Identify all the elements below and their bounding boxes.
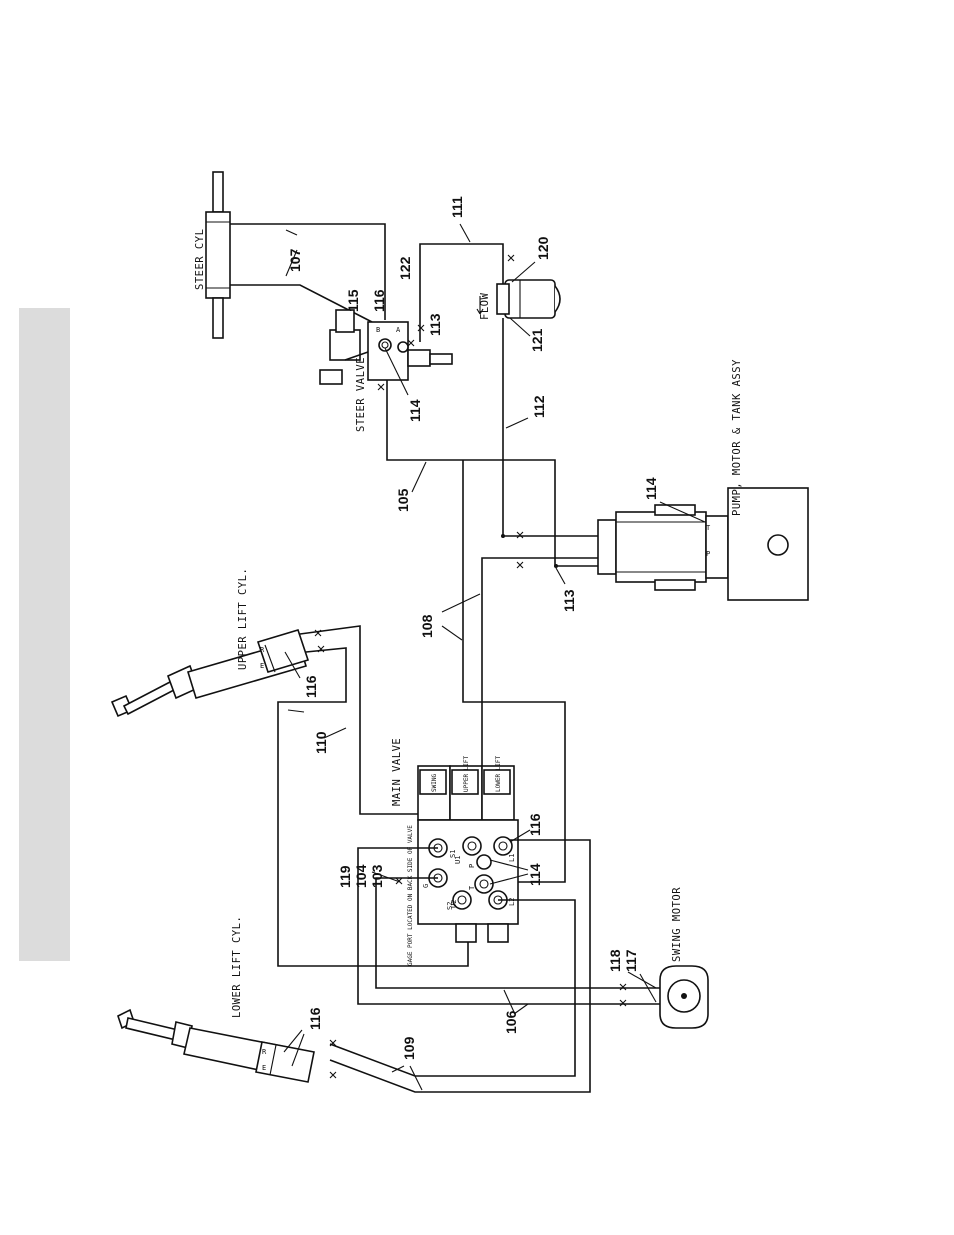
- callout-119: 119: [337, 865, 353, 888]
- callout-116-lower: 116: [307, 1007, 323, 1030]
- pump-motor-tank: [597, 487, 809, 601]
- port-e-lower: E: [262, 1064, 266, 1072]
- callout-116-main: 116: [527, 813, 543, 836]
- port-u1: U1: [454, 856, 462, 864]
- callout-121: 121: [529, 328, 545, 352]
- hose-105: [386, 380, 598, 567]
- port-l2: L2: [508, 898, 516, 906]
- port-p-main: P: [468, 864, 476, 868]
- callout-112: 112: [531, 395, 547, 418]
- hose-main-l2: [329, 899, 576, 1077]
- port-a-steer: A: [396, 326, 401, 334]
- steer-cyl-label: STEER CYL: [194, 229, 206, 290]
- lower-lift-cylinder: [117, 1008, 315, 1083]
- steer-valve: [319, 309, 453, 385]
- port-s1: S1: [449, 850, 457, 858]
- callout-114-main: 114: [527, 863, 543, 886]
- pump-motor-tank-label: PUMP, MOTOR & TANK ASSY: [731, 359, 743, 516]
- port-e-upper: E: [260, 662, 264, 670]
- page-margin-bar: [19, 308, 70, 961]
- callout-117: 117: [623, 949, 639, 972]
- callout-122: 122: [397, 256, 413, 280]
- swing-motor-label: SWING MOTOR: [671, 887, 683, 962]
- callout-113-pump: 113: [561, 589, 577, 612]
- port-r-lower: R: [262, 1048, 267, 1056]
- callout-106: 106: [503, 1010, 519, 1034]
- callout-109: 109: [401, 1036, 417, 1060]
- callout-108: 108: [419, 614, 435, 638]
- callout-103: 103: [369, 864, 385, 888]
- callout-115: 115: [345, 289, 361, 312]
- callout-116-upper: 116: [303, 675, 319, 698]
- port-s2: S2: [446, 902, 454, 910]
- callout-116-steer: 116: [371, 289, 387, 312]
- port-r-upper: R: [260, 646, 265, 654]
- callout-120: 120: [535, 236, 551, 260]
- callout-110: 110: [313, 731, 329, 754]
- coil-upper-lift-label: UPPER LIFT: [463, 755, 470, 792]
- hose-108-a: [481, 557, 598, 830]
- callout-105: 105: [395, 488, 411, 512]
- callout-113-steer: 113: [427, 313, 443, 336]
- upper-lift-cyl-label: UPPER LIFT CYL.: [237, 568, 249, 670]
- port-t-main: T: [468, 885, 476, 890]
- callout-114-pump: 114: [643, 477, 659, 500]
- hose-main-return: [329, 839, 591, 1093]
- port-p-pump: P: [706, 550, 710, 558]
- steer-valve-label: STEER VALVE: [355, 357, 367, 432]
- steer-cylinder: [205, 171, 231, 339]
- hose-108-b: [462, 460, 566, 883]
- gauge-port-note: GAGE PORT LOCATED ON BACK SIDE OF VALVE: [407, 825, 414, 966]
- main-valve-label: MAIN VALVE: [391, 738, 403, 806]
- port-l1: L1: [508, 854, 516, 862]
- port-b-steer: B: [376, 326, 380, 334]
- callout-118: 118: [607, 949, 623, 972]
- callout-111: 111: [449, 196, 465, 218]
- hose-111: [419, 243, 504, 342]
- upper-lift-cylinder: [110, 629, 310, 718]
- coil-swing-label: SWING: [431, 774, 438, 792]
- hose-110-b: [277, 647, 469, 967]
- lower-lift-cyl-label: LOWER LIFT CYL.: [231, 916, 243, 1018]
- coil-lower-lift-label: LOWER LIFT: [495, 755, 502, 792]
- hose-106-b: [375, 877, 660, 989]
- return-filter: [496, 279, 561, 319]
- hose-107-a: [230, 223, 386, 320]
- flow-label: FLOW: [479, 293, 491, 320]
- hose-112: [502, 318, 598, 537]
- callout-114-steer: 114: [407, 399, 423, 422]
- hose-106-a: [357, 847, 660, 1005]
- callout-107: 107: [287, 248, 303, 272]
- port-t-pump: T: [706, 524, 711, 532]
- port-u2: U2: [450, 900, 458, 908]
- swing-motor: [659, 965, 709, 1029]
- port-g-main: G: [422, 884, 430, 888]
- callout-104: 104: [353, 864, 369, 888]
